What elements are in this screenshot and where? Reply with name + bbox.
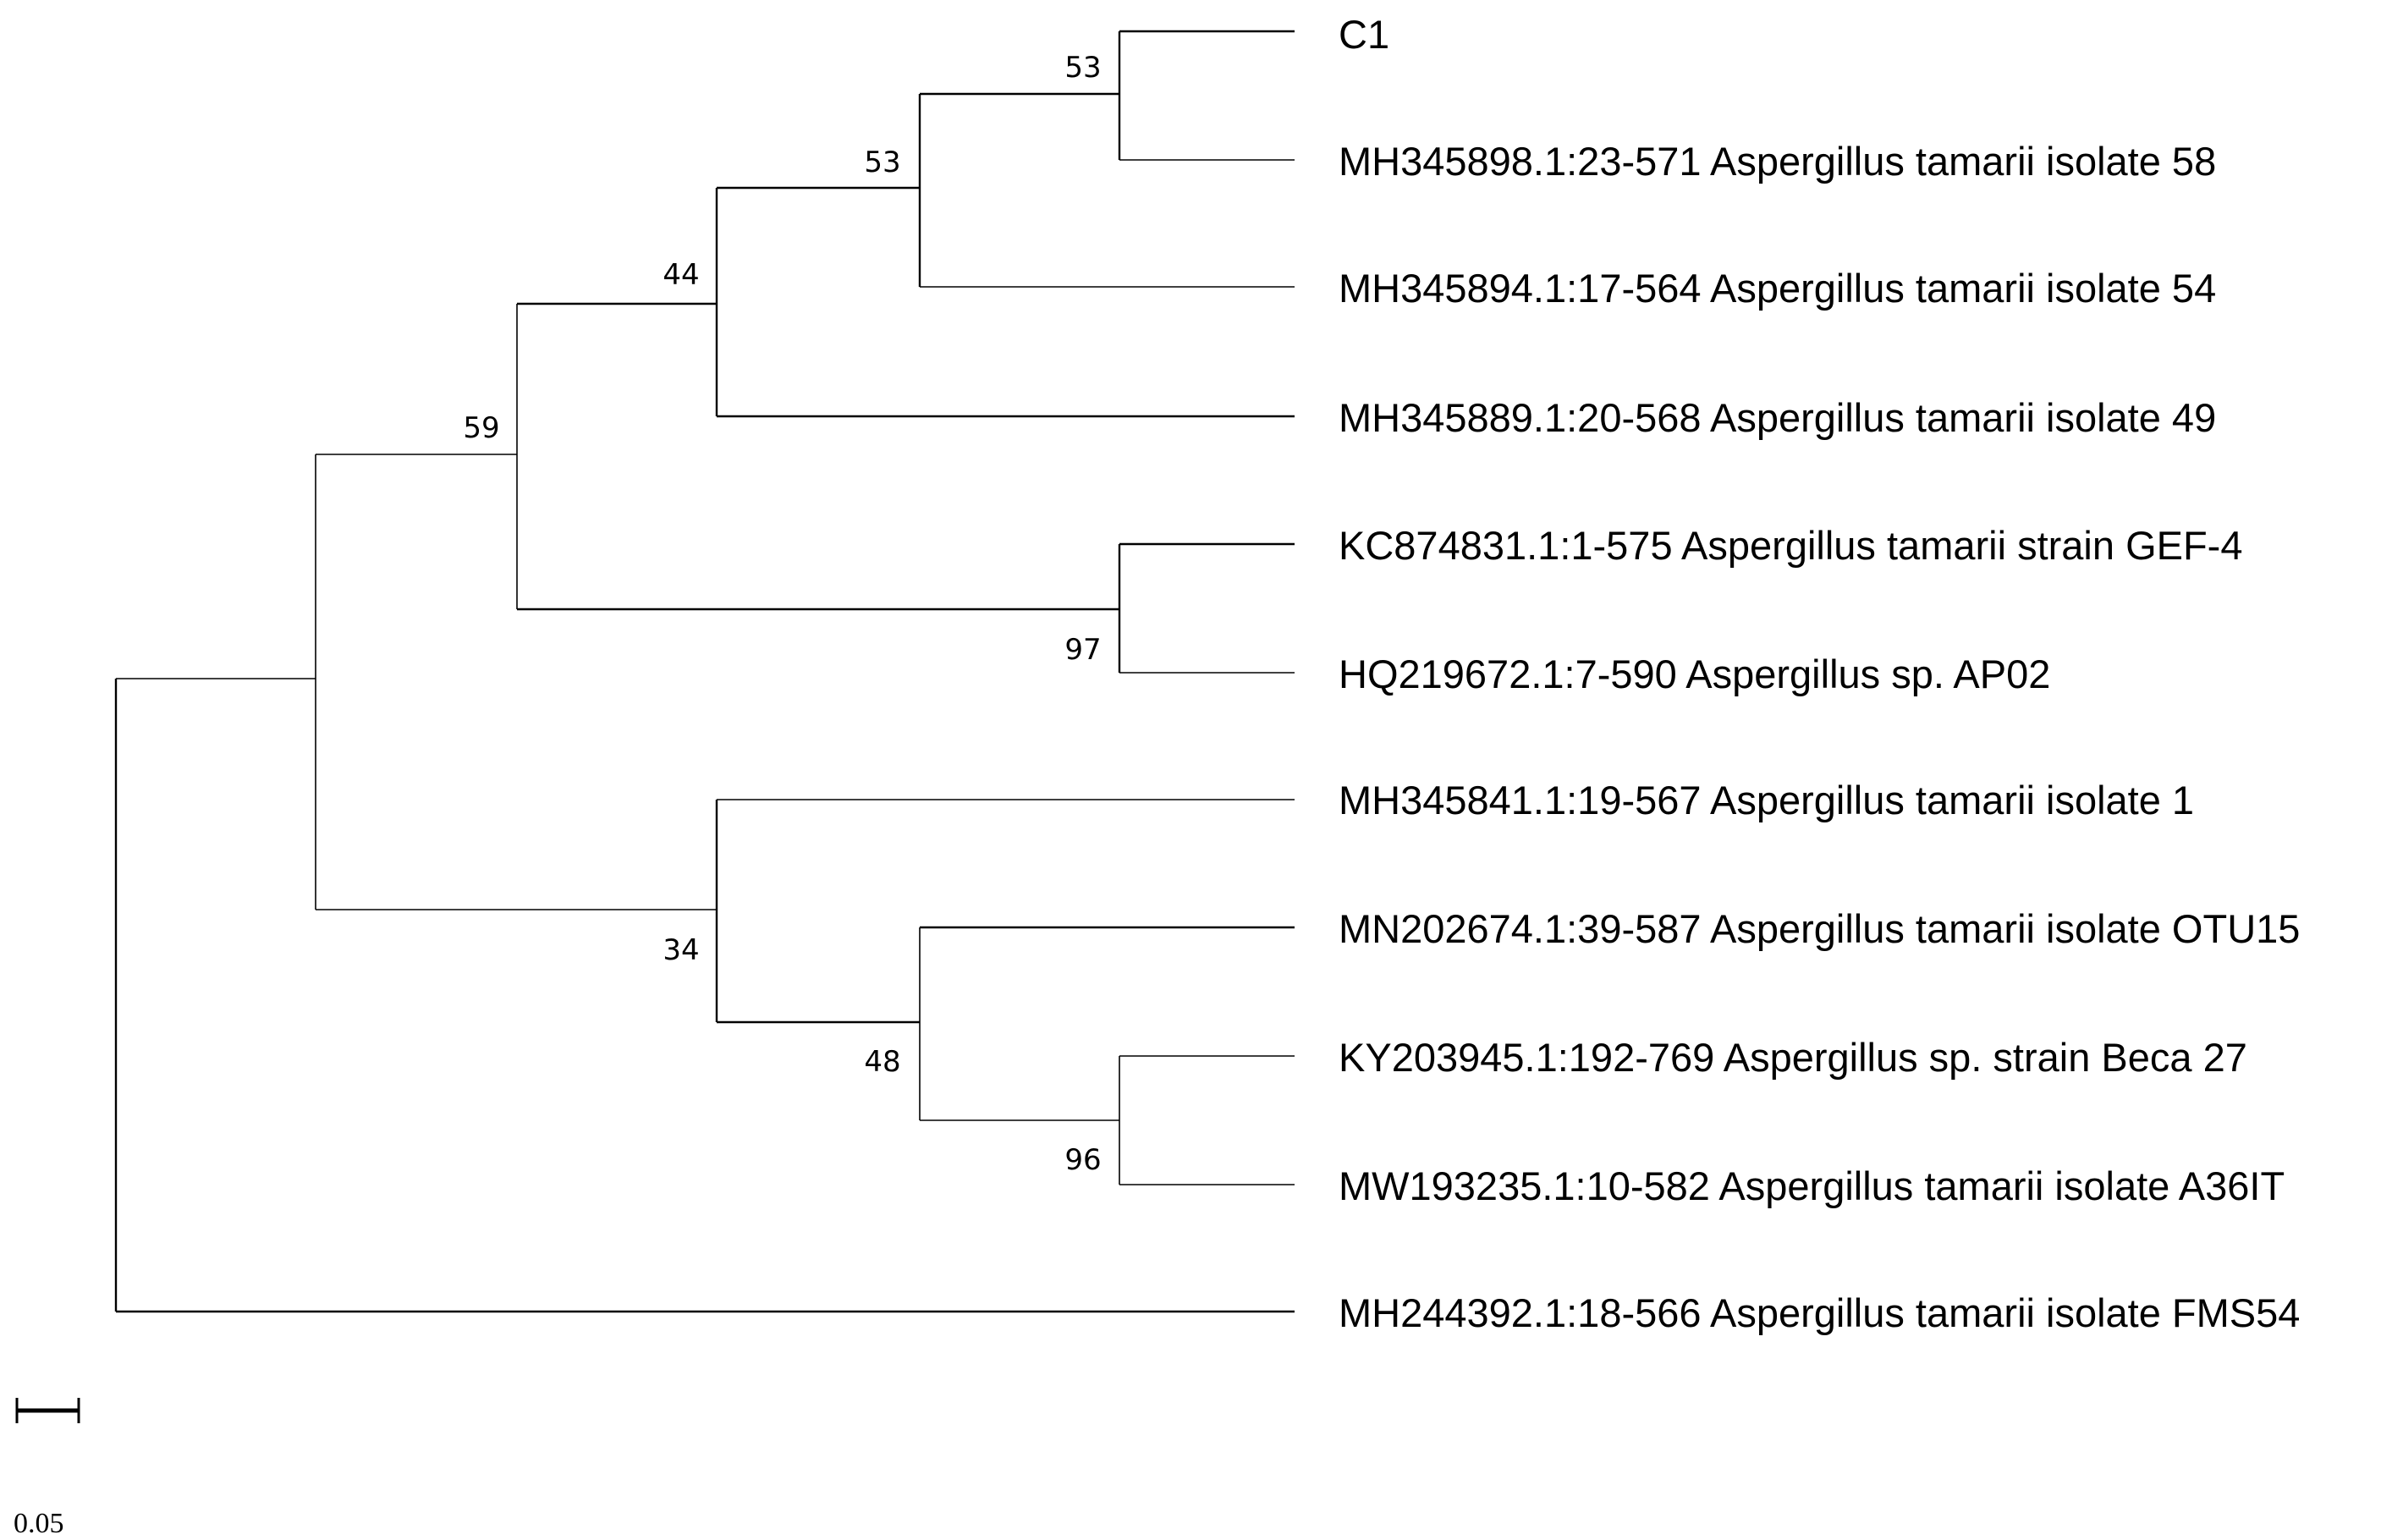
bootstrap-values: 53 53 44 59 97 34 48 96 (463, 51, 1101, 1177)
tree-branches (114, 30, 1295, 1313)
scale-bar-label: 0.05 (14, 1508, 64, 1539)
leaf-label: HQ219672.1:7-590 Aspergillus sp. AP02 (1339, 652, 2050, 696)
leaf-label: MH244392.1:18-566 Aspergillus tamarii is… (1339, 1290, 2300, 1335)
bootstrap-value: 34 (663, 933, 699, 967)
leaf-label: MH345894.1:17-564 Aspergillus tamarii is… (1339, 266, 2216, 311)
leaf-labels: C1 MH345898.1:23-571 Aspergillus tamarii… (1339, 12, 2300, 1335)
bootstrap-value: 44 (663, 258, 699, 292)
leaf-label: KC874831.1:1-575 Aspergillus tamarii str… (1339, 523, 2242, 568)
bootstrap-value: 53 (864, 146, 900, 179)
leaf-label: MH345898.1:23-571 Aspergillus tamarii is… (1339, 139, 2216, 184)
bootstrap-value: 53 (1064, 51, 1101, 85)
bootstrap-value: 48 (864, 1045, 900, 1079)
leaf-label: MN202674.1:39-587 Aspergillus tamarii is… (1339, 906, 2300, 951)
bootstrap-value: 96 (1064, 1143, 1101, 1177)
bootstrap-value: 59 (463, 411, 499, 445)
scale-bar: 0.05 (14, 1398, 80, 1539)
leaf-label: MH345889.1:20-568 Aspergillus tamarii is… (1339, 395, 2216, 440)
bootstrap-value: 97 (1064, 633, 1101, 667)
leaf-label: MW193235.1:10-582 Aspergillus tamarii is… (1339, 1163, 2285, 1208)
leaf-label: C1 (1339, 12, 1389, 57)
leaf-label: MH345841.1:19-567 Aspergillus tamarii is… (1339, 778, 2194, 822)
leaf-label: KY203945.1:192-769 Aspergillus sp. strai… (1339, 1035, 2247, 1080)
